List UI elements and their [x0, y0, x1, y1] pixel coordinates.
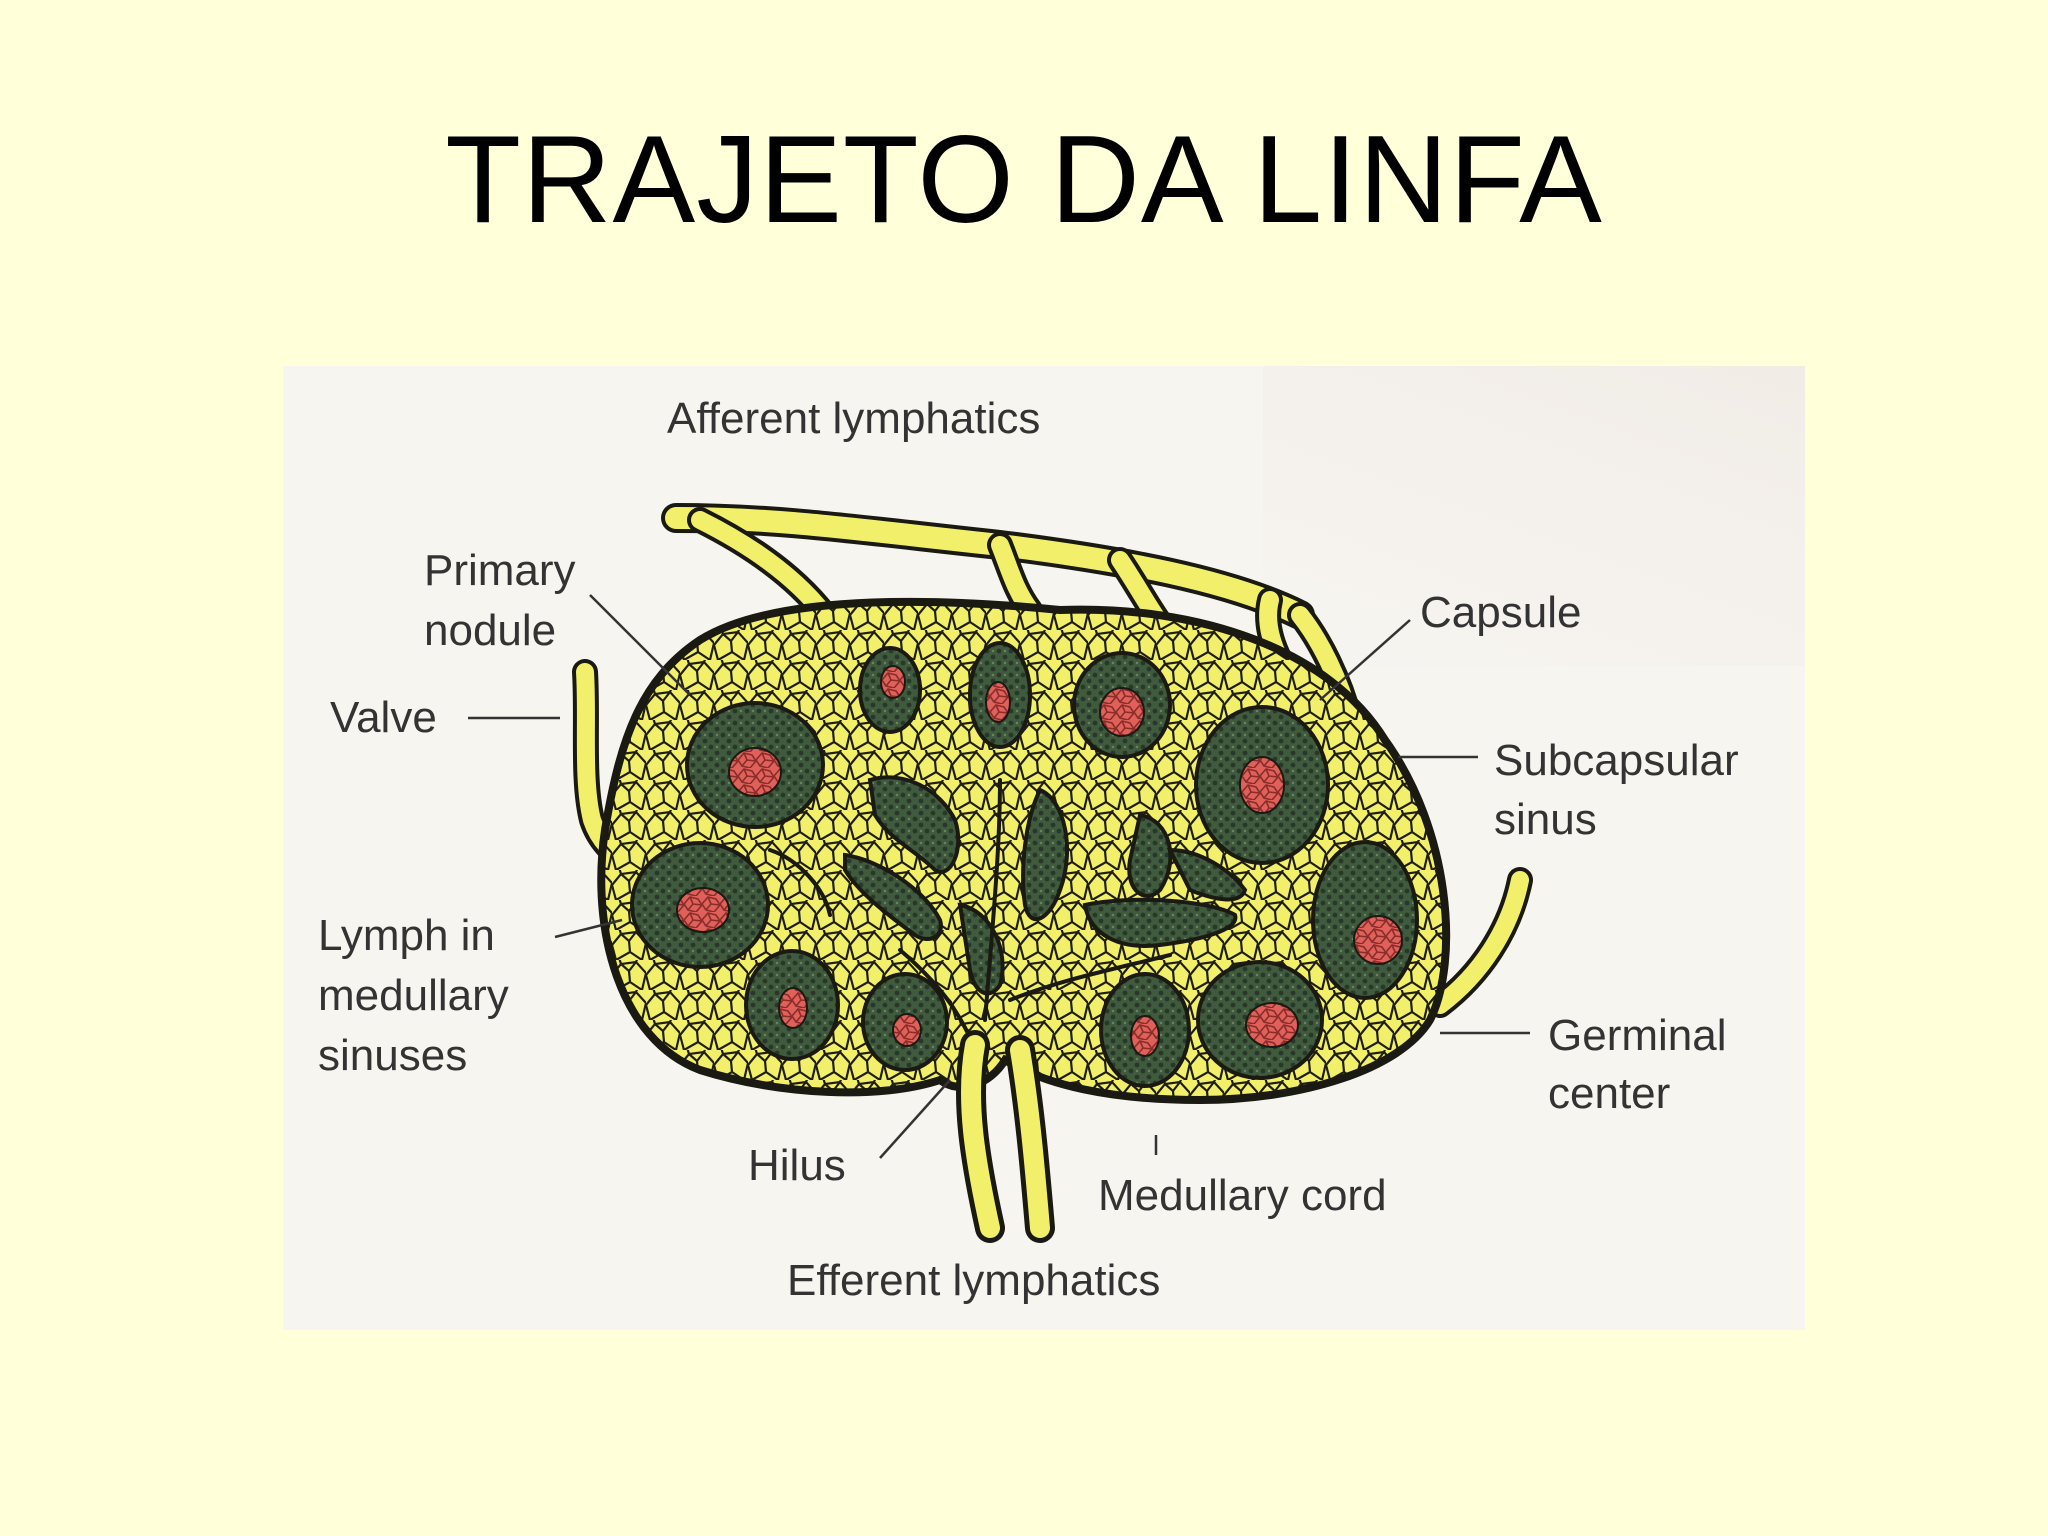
label-capsule: Capsule — [1420, 588, 1581, 637]
labels: Afferent lymphatics Primary nodule Valve… — [318, 394, 1739, 1305]
label-primary-nodule-1: Primary — [424, 546, 576, 595]
slide-title: TRAJETO DA LINFA — [445, 111, 1603, 249]
label-hilus: Hilus — [748, 1141, 846, 1190]
figure-shade — [1263, 366, 1805, 666]
germinal-centers — [676, 665, 1403, 1057]
label-subcapsular-2: sinus — [1494, 795, 1597, 844]
label-lymph-2: medullary — [318, 971, 509, 1020]
label-efferent-lymphatics: Efferent lymphatics — [787, 1256, 1160, 1305]
leader-lymph — [554, 918, 623, 939]
label-germinal-2: center — [1548, 1069, 1670, 1118]
label-valve: Valve — [330, 693, 437, 742]
afferent-vessels — [572, 503, 1533, 1018]
label-subcapsular-1: Subcapsular — [1494, 736, 1739, 785]
node-body — [597, 597, 1451, 1243]
label-primary-nodule-2: nodule — [424, 606, 556, 655]
leader-capsule — [1319, 619, 1411, 701]
label-medullary-cord: Medullary cord — [1098, 1171, 1387, 1220]
label-afferent-lymphatics: Afferent lymphatics — [667, 394, 1040, 443]
leader-primary-nodule — [589, 594, 691, 696]
leader-hilus — [879, 1079, 951, 1159]
medullary-sinuses — [768, 778, 1172, 1052]
efferent-vessels — [955, 1030, 1055, 1243]
leader-lines — [468, 594, 1530, 1159]
label-lymph-1: Lymph in — [318, 911, 495, 960]
medullary-cords — [843, 775, 1248, 996]
label-germinal-1: Germinal — [1548, 1011, 1727, 1060]
label-lymph-3: sinuses — [318, 1031, 467, 1080]
